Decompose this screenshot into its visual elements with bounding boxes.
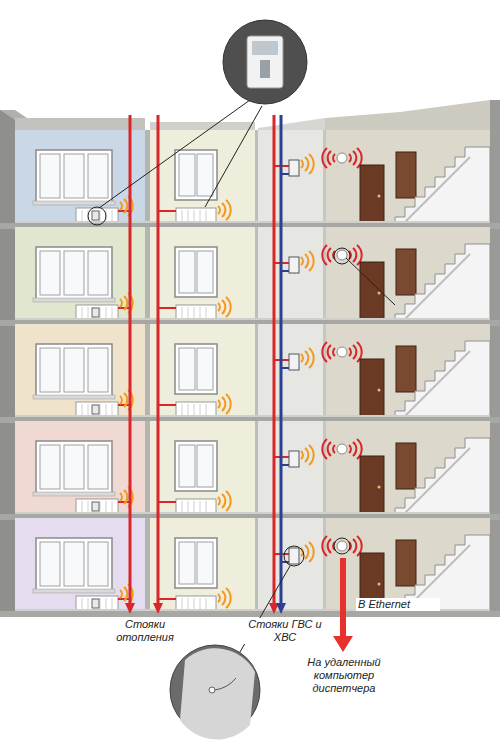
device-housing (180, 648, 255, 739)
floor (0, 227, 500, 326)
floor (0, 130, 500, 229)
leader-line (346, 258, 395, 305)
wall-top (15, 118, 145, 130)
hot-water-riser (273, 115, 276, 604)
ethernet-arrow (340, 558, 346, 640)
callout-circle (223, 20, 307, 104)
meter-display (252, 41, 278, 55)
heating-riser (129, 115, 132, 604)
heating-riser (157, 115, 160, 604)
leader-line (99, 100, 250, 208)
arrow-head (125, 603, 135, 614)
leader-line (205, 106, 262, 207)
wall-top (325, 100, 490, 130)
outer-wall (490, 100, 500, 615)
highlight-ring (284, 546, 304, 566)
highlight-ring (88, 207, 106, 225)
floor (0, 324, 500, 423)
arrow-head (276, 603, 286, 614)
arrow-head (333, 636, 353, 652)
highlight-ring (334, 538, 350, 554)
outer-wall (0, 110, 15, 615)
meter-body (260, 60, 270, 78)
highlight-ring (334, 248, 350, 264)
ethernet-label: В Ethernet (356, 598, 440, 611)
device-wire (215, 678, 236, 690)
device-led (209, 687, 215, 693)
riser-label: Стояки ГВС и ХВС (240, 618, 330, 644)
riser-label: Стояки отопления (100, 618, 190, 644)
arrow-head (153, 603, 163, 614)
wall-top (258, 118, 325, 130)
floor (0, 518, 500, 617)
meter-device (247, 36, 283, 88)
floor (0, 421, 500, 520)
cold-water-riser (280, 115, 283, 604)
dispatcher-label: На удаленный компьютер диспетчера (290, 656, 398, 695)
wall-top (150, 122, 255, 130)
